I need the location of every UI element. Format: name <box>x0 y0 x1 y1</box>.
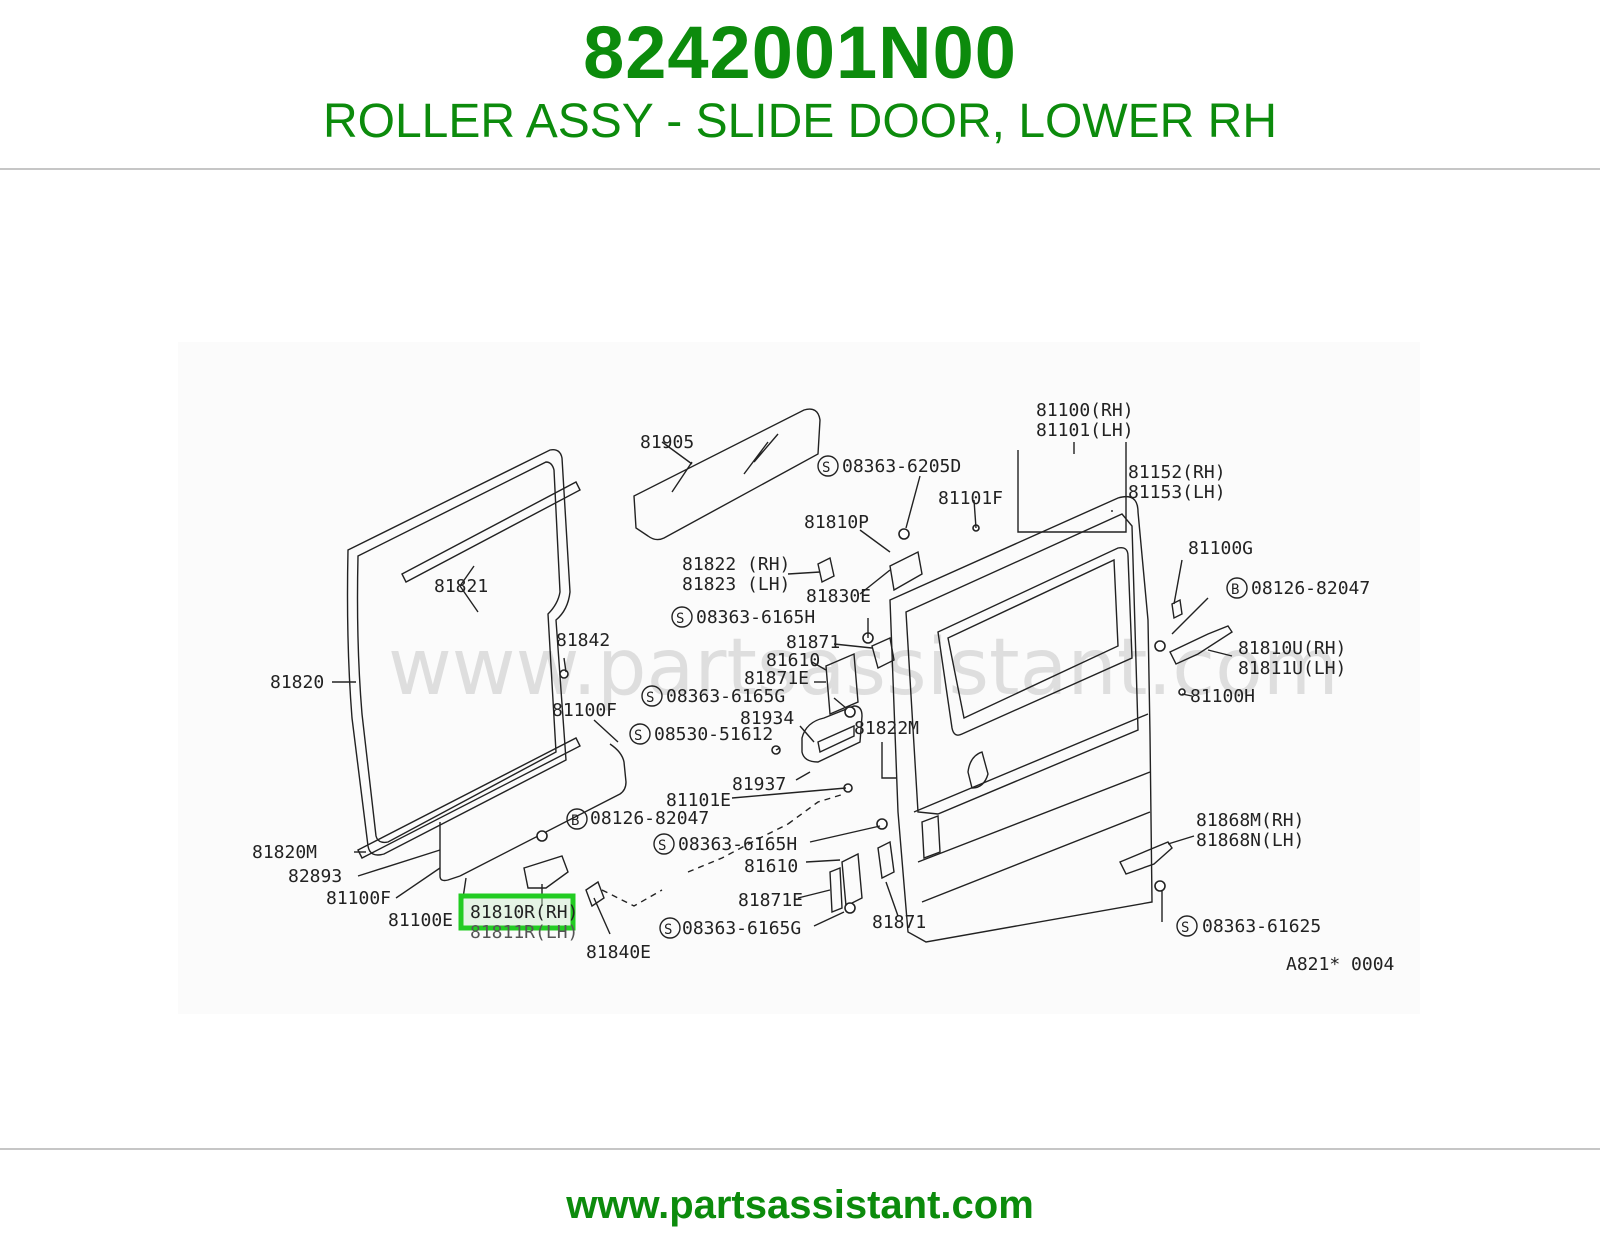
part-label-81821: 81821 <box>434 576 488 597</box>
part-label-81820: 81820 <box>270 672 324 693</box>
part-label-81153-lh: 81153(LH) <box>1128 482 1226 503</box>
part-label-81610-b: 81610 <box>744 856 798 877</box>
part-label-81905: 81905 <box>640 432 694 453</box>
svg-text:S: S <box>646 690 654 706</box>
svg-text:S: S <box>1181 920 1189 936</box>
part-label-08126-82047-a: 08126-82047 <box>1251 578 1370 599</box>
part-label-81100g: 81100G <box>1188 538 1253 559</box>
svg-text:B: B <box>1231 582 1239 598</box>
part-label-81100e: 81100E <box>388 910 453 931</box>
part-label-81152-rh: 81152(RH) <box>1128 462 1226 483</box>
part-label-08363-6165g-a: 08363-6165G <box>666 686 785 707</box>
header-divider <box>0 168 1600 170</box>
part-label-81871e-b: 81871E <box>738 890 803 911</box>
parts-diagram: www.partsassistant.com <box>178 342 1420 1014</box>
part-label-81842: 81842 <box>556 630 610 651</box>
part-label-81822m: 81822M <box>854 718 919 739</box>
svg-text:S: S <box>634 728 642 744</box>
part-label-81871-a: 81871 <box>786 632 840 653</box>
part-label-81823-lh: 81823 (LH) <box>682 574 790 595</box>
part-labels: 81905 08363-6205D 81100(RH) 81101(LH) 81… <box>252 400 1394 975</box>
part-label-81100f-b: 81100F <box>326 888 391 909</box>
part-label-81871-b: 81871 <box>872 912 926 933</box>
part-label-81830e: 81830E <box>806 586 871 607</box>
parts-diagram-svg: www.partsassistant.com <box>252 400 1394 975</box>
slide-door-drawing <box>889 495 1186 943</box>
footer-divider <box>0 1148 1600 1150</box>
part-label-81871e-a: 81871E <box>744 668 809 689</box>
part-label-08363-6165h-a: 08363-6165H <box>696 607 815 628</box>
svg-text:S: S <box>822 460 830 476</box>
leader-lines <box>332 441 1233 935</box>
part-label-81868m: 81868M(RH) <box>1196 810 1304 831</box>
part-label-81822-rh: 81822 (RH) <box>682 554 790 575</box>
part-label-81101e: 81101E <box>666 790 731 811</box>
part-label-08530-51612: 08530-51612 <box>654 724 773 745</box>
window-glass-drawing <box>633 408 821 541</box>
svg-text:S: S <box>664 922 672 938</box>
part-label-81811r: 81811R(LH) <box>470 922 578 943</box>
part-label-81101-lh: 81101(LH) <box>1036 420 1134 441</box>
part-label-81610-a: 81610 <box>766 650 820 671</box>
highlight-box[interactable] <box>458 893 576 931</box>
part-label-81810u: 81810U(RH) <box>1238 638 1346 659</box>
part-label-81100-rh: 81100(RH) <box>1036 400 1134 421</box>
figure-code: A821* 0004 <box>1286 954 1394 975</box>
part-number-title: 8242001N00 <box>583 11 1017 94</box>
part-label-81868n: 81868N(LH) <box>1196 830 1304 851</box>
part-label-81934: 81934 <box>740 708 794 729</box>
part-label-81811u: 81811U(LH) <box>1238 658 1346 679</box>
part-label-82893: 82893 <box>288 866 342 887</box>
svg-text:B: B <box>571 813 579 829</box>
part-label-81840e: 81840E <box>586 942 651 963</box>
svg-text:S: S <box>676 611 684 627</box>
part-label-81100f: 81100F <box>552 700 617 721</box>
hardware-drawing <box>523 524 1233 914</box>
part-label-08363-61625: 08363-61625 <box>1202 916 1321 937</box>
part-label-81937: 81937 <box>732 774 786 795</box>
part-label-81810p: 81810P <box>804 512 869 533</box>
weatherstrip-drawing <box>346 448 627 882</box>
part-label-81820m: 81820M <box>252 842 317 863</box>
part-label-08363-6165h-b: 08363-6165H <box>678 834 797 855</box>
part-label-81810r-highlighted[interactable]: 81810R(RH) <box>470 902 578 923</box>
footer-site-link[interactable]: www.partsassistant.com <box>566 1183 1034 1227</box>
part-label-08126-82047-b: 08126-82047 <box>590 808 709 829</box>
part-label-08363-6165g-b: 08363-6165G <box>682 918 801 939</box>
symbol-markers: S B S S S B S S S <box>566 455 1248 939</box>
part-description: ROLLER ASSY - SLIDE DOOR, LOWER RH <box>322 95 1278 148</box>
part-label-81101f: 81101F <box>938 488 1003 509</box>
part-label-08363-6205d: 08363-6205D <box>842 456 961 477</box>
svg-text:S: S <box>658 838 666 854</box>
part-label-81100h: 81100H <box>1190 686 1255 707</box>
